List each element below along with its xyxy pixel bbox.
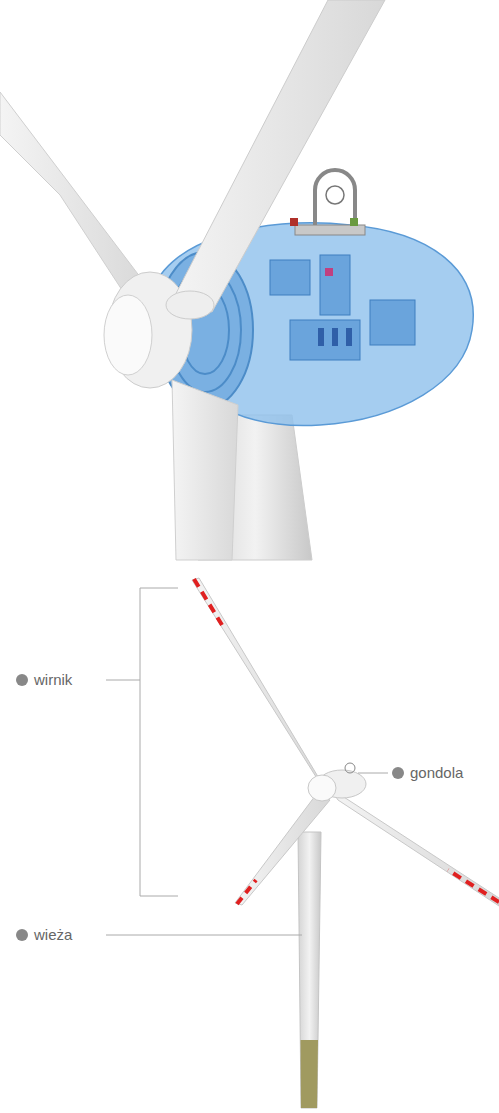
nacelle-component bbox=[270, 260, 310, 295]
part-label: wirnik bbox=[34, 671, 72, 689]
met-mast bbox=[315, 170, 355, 225]
leader-line bbox=[358, 773, 388, 774]
tower-base bbox=[301, 1040, 319, 1108]
warning-stripes bbox=[448, 870, 499, 902]
roof-platform bbox=[295, 225, 365, 235]
warning-stripes bbox=[237, 880, 256, 904]
callout-dot bbox=[16, 674, 28, 686]
nacelle-component bbox=[346, 328, 352, 346]
beacon bbox=[350, 218, 358, 226]
rotor-blade bbox=[235, 792, 330, 905]
part-label: wieża bbox=[34, 926, 72, 944]
callout-dot bbox=[16, 929, 28, 941]
blade-root bbox=[166, 291, 214, 319]
warning-stripes bbox=[194, 579, 222, 625]
part-label: gondola bbox=[410, 764, 463, 782]
hub-spinner bbox=[308, 775, 336, 801]
nacelle-component bbox=[325, 268, 333, 276]
beacon bbox=[290, 218, 298, 226]
nacelle-component bbox=[370, 300, 415, 345]
tower bbox=[298, 832, 321, 1108]
nacelle-component bbox=[332, 328, 338, 346]
rotor-blade bbox=[170, 0, 385, 312]
met-mast bbox=[345, 763, 355, 773]
hub-nose bbox=[104, 295, 152, 375]
nacelle-component bbox=[318, 328, 324, 346]
nacelle-component bbox=[290, 320, 360, 360]
leader-line bbox=[106, 680, 140, 681]
leader-line bbox=[106, 935, 302, 936]
bracket bbox=[140, 588, 178, 896]
rotor-blade bbox=[0, 92, 150, 310]
rotor-blade bbox=[192, 578, 326, 790]
nacelle-component bbox=[320, 255, 350, 315]
rotor-blade bbox=[330, 788, 499, 906]
anemometer bbox=[326, 186, 344, 204]
callout-dot bbox=[392, 767, 404, 779]
rotor-blade bbox=[172, 380, 238, 560]
